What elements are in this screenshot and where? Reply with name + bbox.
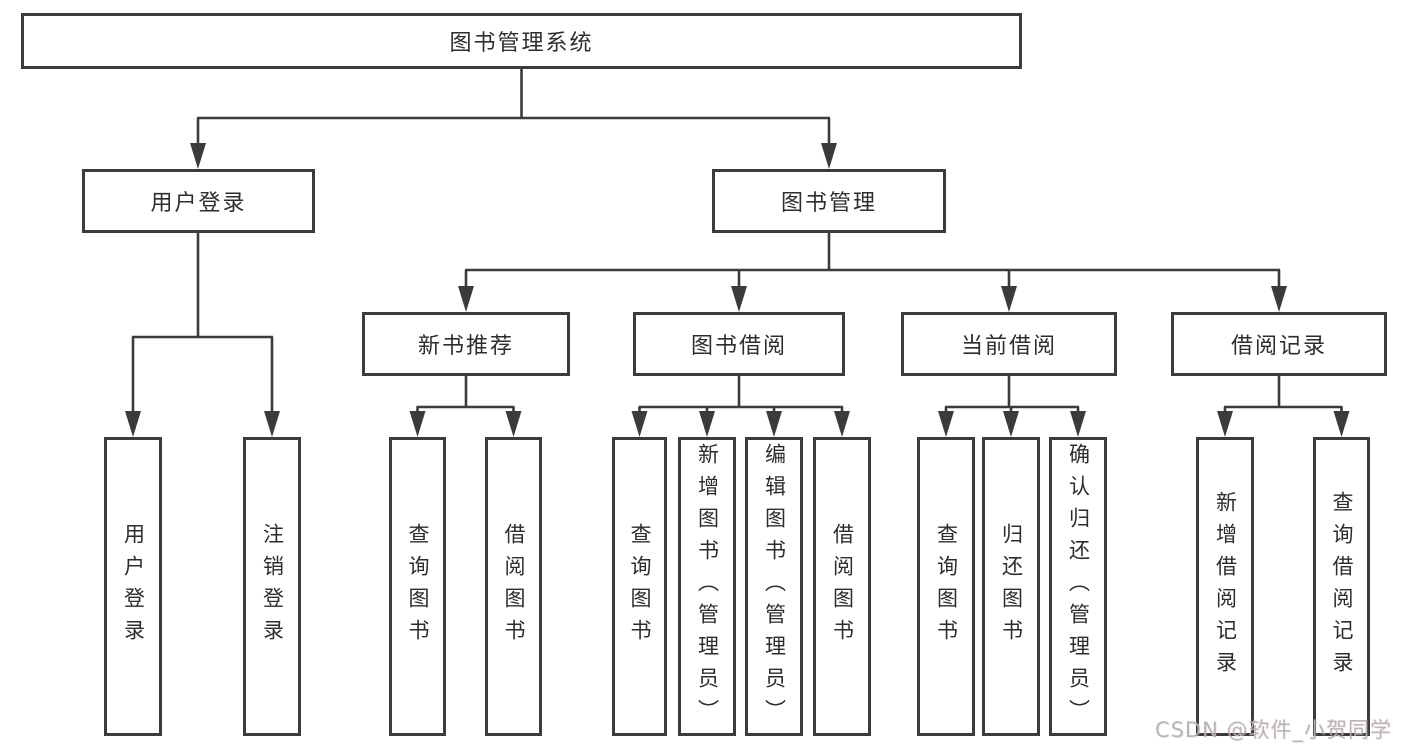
leaf-edit-books-admin: 编辑图书（管理员） — [745, 437, 803, 736]
node-root-library-system: 图书管理系统 — [21, 13, 1022, 69]
connector-current-borrow-to-leaves — [938, 376, 1086, 437]
leaf-add-borrow-record: 新增借阅记录 — [1196, 437, 1254, 736]
leaf-query-books-current: 查询图书 — [917, 437, 975, 736]
node-user-login: 用户登录 — [82, 169, 315, 233]
connector-new-book-rec-to-leaves — [409, 376, 522, 437]
connector-book-management-to-level3 — [458, 233, 1287, 312]
csdn-watermark: CSDN @软件_小贺同学 — [1154, 718, 1392, 742]
leaf-add-books-admin: 新增图书（管理员） — [678, 437, 736, 736]
leaf-logout: 注销登录 — [243, 437, 301, 736]
leaf-query-books-recommendation: 查询图书 — [389, 437, 446, 736]
leaf-query-borrow-record: 查询借阅记录 — [1313, 437, 1370, 736]
connector-borrow-records-to-leaves — [1217, 376, 1350, 437]
leaf-query-books-borrowing: 查询图书 — [612, 437, 667, 736]
leaf-borrow-books-borrowing: 借阅图书 — [813, 437, 871, 736]
leaf-confirm-return-admin: 确认归还（管理员） — [1049, 437, 1107, 736]
connector-root-to-level2 — [190, 69, 837, 169]
leaf-user-login: 用户登录 — [104, 437, 162, 736]
node-borrowing-records: 借阅记录 — [1171, 312, 1387, 376]
node-book-borrowing: 图书借阅 — [633, 312, 845, 376]
leaf-borrow-books-recommendation: 借阅图书 — [485, 437, 542, 736]
node-book-management: 图书管理 — [712, 169, 946, 233]
connector-user-login-to-leaves — [125, 233, 280, 437]
leaf-return-books: 归还图书 — [982, 437, 1040, 736]
node-new-book-recommendation: 新书推荐 — [362, 312, 570, 376]
node-current-borrowing: 当前借阅 — [901, 312, 1117, 376]
connector-book-borrow-to-leaves — [631, 376, 850, 437]
